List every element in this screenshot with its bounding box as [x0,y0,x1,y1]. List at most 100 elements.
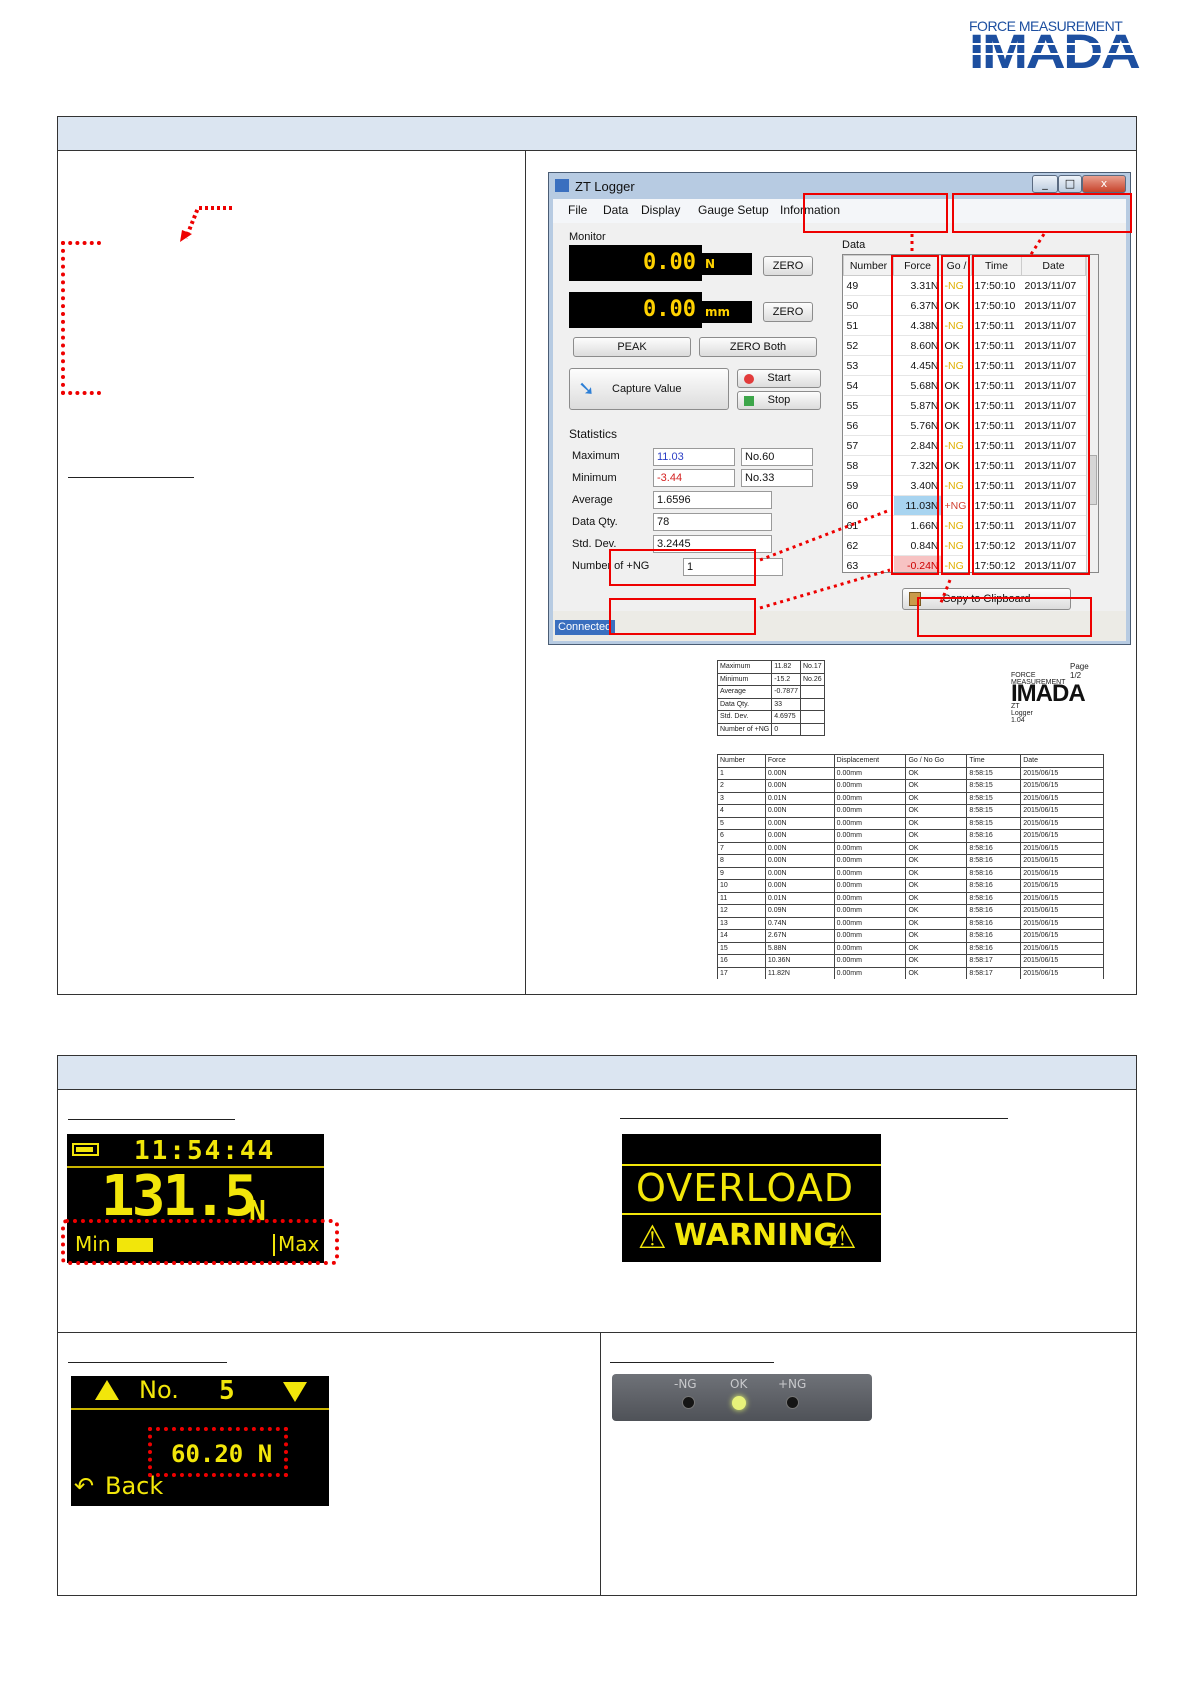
column-header[interactable]: Date [1021,255,1086,276]
report-cell: OK [905,941,968,955]
table-cell: 62 [843,535,894,556]
peak-button[interactable]: PEAK [573,337,691,357]
menu-file[interactable]: File [568,203,588,217]
table-cell: 49 [843,275,894,296]
up-arrow-icon[interactable] [95,1380,119,1400]
battery-icon [72,1143,99,1156]
table-cell: 2013/11/07 [1021,275,1086,296]
led-minus-ng [682,1396,695,1409]
stop-button[interactable]: Stop [737,391,821,410]
down-arrow-icon[interactable] [283,1382,307,1402]
menu-gauge-setup[interactable]: Gauge Setup [698,203,769,217]
table-cell: 17:50:11 [971,395,1022,416]
report-cell: 0.00mm [833,879,907,893]
report-version: ZT Logger 1.04 [1011,703,1033,724]
indicator-label-minus-ng: -NG [674,1377,697,1391]
report-cell: 5.88N [764,941,835,955]
table-cell: 17:50:11 [971,355,1022,376]
table-cell: 8.60N [893,335,942,356]
stat-qty-value: 78 [653,513,772,531]
report-cell: 8:58:15 [966,816,1022,830]
table-cell: 5.76N [893,415,942,436]
report-stat-row: Average-0.7877 [716,685,825,699]
minimize-button[interactable]: _ [1032,175,1058,193]
report-cell: 8:58:16 [966,916,1022,930]
report-cell: 6 [717,829,766,843]
table-cell: 55 [843,395,894,416]
go-nogo-indicator: -NG OK +NG [612,1374,872,1421]
close-button[interactable]: x [1082,175,1126,193]
capture-value-button[interactable]: ➘ Capture Value [569,368,729,410]
window-title: ZT Logger [575,179,635,194]
table-cell: 57 [843,435,894,456]
highlight-status-mid [609,598,756,635]
report-cell: Average [716,685,773,699]
report-cell: OK [905,929,968,943]
table-cell: 60 [843,495,894,516]
table-cell: 17:50:11 [971,495,1022,516]
logo-brand: IMADA [969,29,1148,77]
maximize-button[interactable]: □ [1058,175,1082,193]
column-header[interactable]: Force [893,255,942,276]
report-cell: 4.6975 [771,710,801,724]
table-cell: 17:50:11 [971,315,1022,336]
start-button[interactable]: Start [737,369,821,388]
menu-display[interactable]: Display [641,203,681,217]
stat-min-label: Minimum [572,472,617,484]
zero-both-button[interactable]: ZERO Both [699,337,817,357]
report-header-cell: Go / No Go [905,754,968,768]
dotted-connector-lines [759,233,1046,610]
table-cell: 2013/11/07 [1021,335,1086,356]
report-cell: OK [905,866,968,880]
report-cell [799,710,825,724]
column-header[interactable]: Number [843,255,894,276]
displacement-display: 0.00 [569,292,702,328]
report-cell: 10.36N [764,954,835,968]
report-cell: 0.00mm [833,766,907,780]
report-cell: 0.00N [764,829,835,843]
menu-information[interactable]: Information [780,203,841,217]
table-cell: 51 [843,315,894,336]
table-cell: 2013/11/07 [1021,395,1086,416]
menu-data[interactable]: Data [603,203,629,217]
table-cell: 2013/11/07 [1021,515,1086,536]
report-page-number: Page 1/2 [1070,662,1089,680]
client-area: Monitor 0.00 N ZERO 0.00 mm ZERO PEAK ZE… [553,223,1126,611]
report-header-cell: Time [966,754,1022,768]
report-cell: Maximum [716,660,773,674]
table-cell: 17:50:10 [971,275,1022,296]
table-cell: -NG [941,435,972,456]
table-cell: 2.84N [893,435,942,456]
column-header[interactable]: Go / [941,255,972,276]
report-cell: 0.00N [764,816,835,830]
gauge-min-label: Min [75,1232,111,1256]
zero-displacement-button[interactable]: ZERO [763,302,813,322]
report-cell [799,722,825,736]
table-cell: 56 [843,415,894,436]
report-cell: 8:58:15 [966,779,1022,793]
zero-force-button[interactable]: ZERO [763,256,813,276]
panel-header [58,117,1136,151]
column-header[interactable]: Time [971,255,1022,276]
